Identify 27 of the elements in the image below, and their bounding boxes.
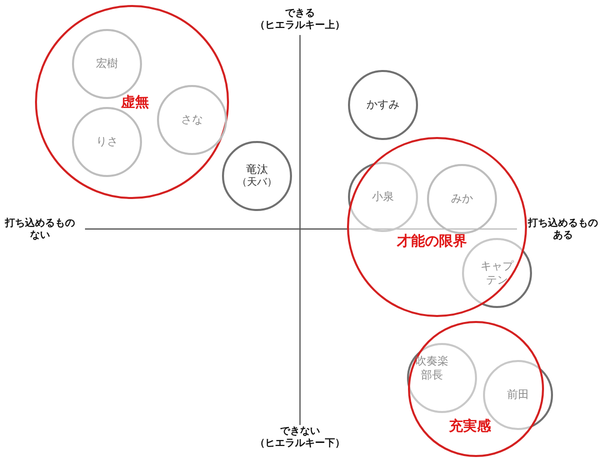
- axis-label: （ヒエラルキー下）: [255, 437, 345, 450]
- person-name: かすみ: [366, 98, 400, 112]
- axis-label: 打ち込めるもの: [5, 216, 75, 230]
- person-circle: [72, 107, 142, 177]
- person-note: （天バ）: [237, 176, 277, 190]
- axis-label: ない: [30, 229, 50, 242]
- axis-label: （ヒエラルキー上）: [255, 18, 345, 32]
- person-circle: [157, 85, 227, 155]
- person-name: みか: [451, 192, 473, 206]
- group-label: 才能の限界: [397, 233, 467, 251]
- group-label: 充実感: [449, 418, 491, 436]
- person-circle: [427, 164, 497, 234]
- axis-label: 打ち込めるもの: [528, 216, 598, 230]
- axis-label: できる: [285, 7, 315, 20]
- person-name: 前田: [507, 388, 529, 402]
- axis-label: できない: [280, 425, 320, 438]
- person-name: 竜汰: [245, 162, 269, 177]
- person-circle: [222, 141, 292, 211]
- person-name: さな: [181, 113, 203, 127]
- person-circle: [348, 70, 418, 140]
- person-name: キャプテン: [480, 259, 515, 287]
- group-label: 虚無: [121, 94, 149, 112]
- axis-label: ある: [553, 229, 573, 242]
- person-name: 吹奏楽部長: [414, 354, 450, 382]
- person-name: 宏樹: [96, 57, 118, 71]
- person-name: 小泉: [372, 190, 394, 204]
- person-name: りさ: [96, 135, 118, 149]
